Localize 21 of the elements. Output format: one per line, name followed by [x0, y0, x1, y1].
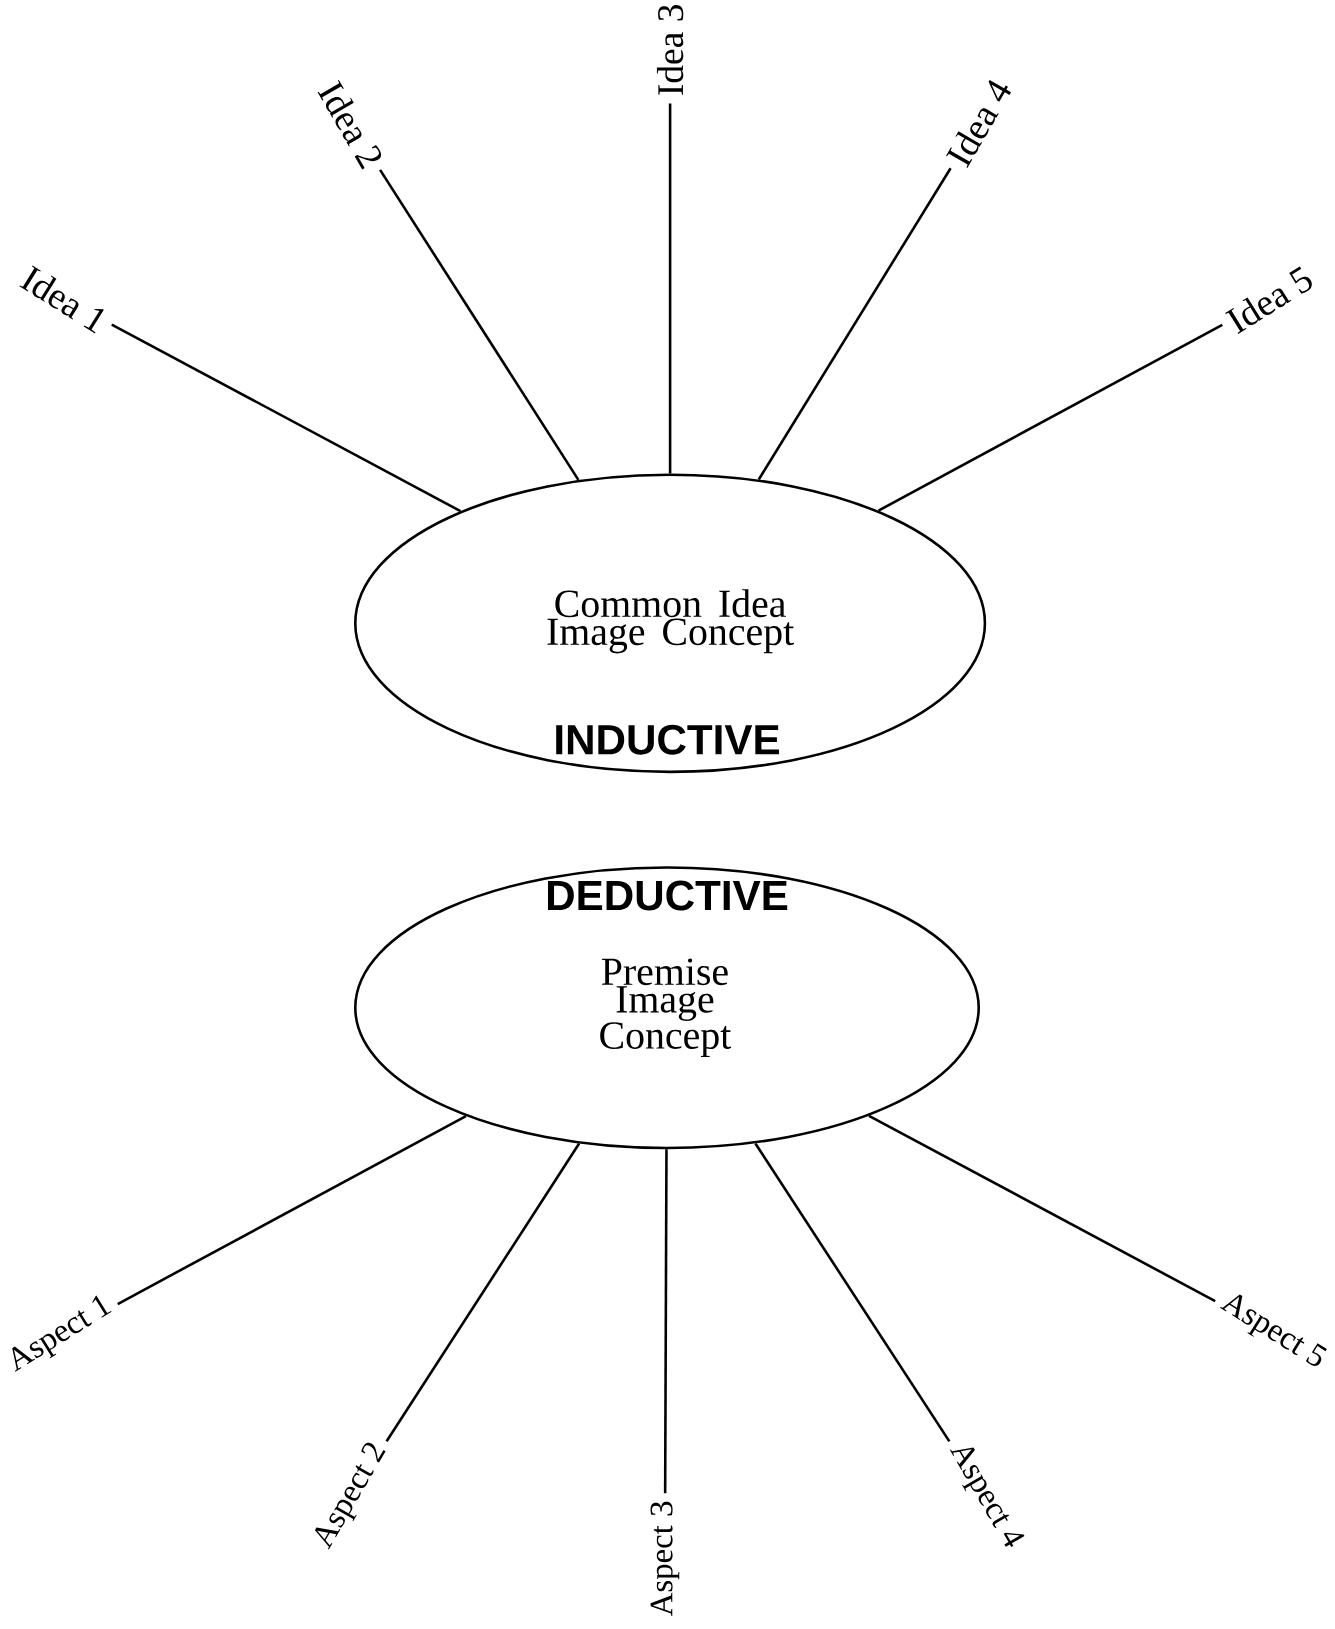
connector-line	[877, 323, 1223, 512]
ellipse-heading: DEDUCTIVE	[548, 880, 788, 911]
idea-label: Idea 5	[1225, 266, 1312, 334]
aspect-label: Aspect 3	[650, 1501, 680, 1616]
connector-line	[117, 1115, 467, 1306]
connector-line	[111, 323, 462, 513]
ellipse-text: Common Idea Image Concept	[547, 589, 794, 654]
connector-line	[385, 1142, 581, 1442]
idea-label: Idea 1	[19, 265, 104, 334]
connector-line	[754, 1142, 951, 1443]
connector-line	[379, 169, 580, 481]
idea-label: Idea 4	[946, 79, 1011, 168]
ellipse-heading: INDUCTIVE	[556, 724, 779, 755]
connector-line	[757, 167, 952, 481]
concept-ellipse	[354, 866, 980, 1150]
idea-label: Idea 3	[656, 5, 684, 95]
connector-line	[668, 103, 672, 474]
ellipse-text: Premise Image Concept	[600, 958, 732, 1058]
connector-line	[868, 1114, 1216, 1303]
connector-line	[663, 1149, 668, 1494]
concept-ellipse	[354, 473, 987, 774]
